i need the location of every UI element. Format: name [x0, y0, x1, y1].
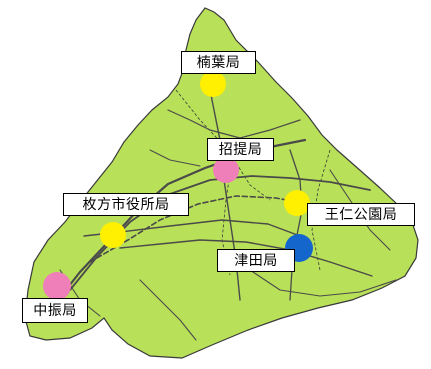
label-nakaburi-office: 中振局 — [22, 298, 88, 323]
office-marker — [200, 71, 226, 97]
office-markers — [43, 71, 313, 300]
office-marker — [284, 190, 310, 216]
office-marker — [213, 157, 239, 183]
label-shodai-office: 招提局 — [207, 138, 274, 161]
city-land-area — [24, 7, 419, 359]
label-wani-park-office: 王仁公園局 — [307, 203, 415, 226]
label-tsuda-office: 津田局 — [217, 249, 295, 272]
label-hirakata-city-hall-office: 枚方市役所局 — [63, 193, 189, 216]
office-marker — [100, 222, 126, 248]
office-marker — [43, 272, 71, 300]
label-kuzuha-office: 楠葉局 — [181, 51, 256, 74]
